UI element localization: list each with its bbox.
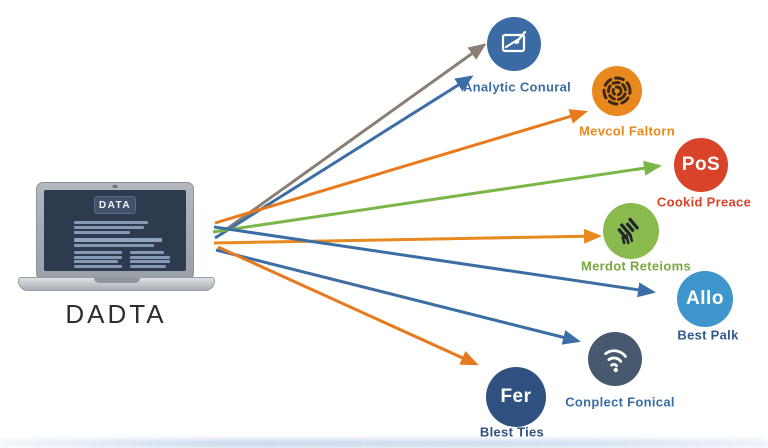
laptop-notch (93, 278, 140, 283)
flow-arrow-7 (217, 245, 479, 366)
flow-arrow-5 (213, 225, 656, 298)
node-circle-text-blesties: Fer (500, 386, 532, 407)
node-circle-analytic (487, 17, 541, 71)
node-label-merdot: Merdot Reteioms (581, 258, 691, 274)
wifi-icon (604, 349, 627, 373)
laptop: DATA (36, 182, 194, 278)
node-label-analytic: Analytic Conural (462, 79, 572, 95)
node-label-blesties: Blest Ties (479, 424, 545, 440)
laptop-caption: DADTA (65, 299, 167, 329)
fingerprint-icon (602, 76, 632, 106)
flow-arrow-2 (214, 109, 588, 225)
laptop-screen: DATA (44, 190, 186, 271)
laptop-base (18, 277, 215, 291)
barcode-icon (617, 217, 639, 245)
flow-arrow-4 (213, 228, 602, 245)
node-circle-mevcol (592, 66, 642, 116)
node-circle-merdot (603, 203, 659, 259)
node-label-conplect: Conplect Fonical (565, 394, 675, 410)
node-circle-conplect (588, 332, 642, 386)
laptop-camera-dot (112, 185, 118, 188)
bottom-blur-band (0, 439, 768, 448)
chart-board-icon (501, 30, 527, 53)
flow-arrow-6 (215, 248, 581, 345)
node-label-cookid: Cookid Preace (656, 194, 752, 210)
flow-arrow-0 (223, 43, 487, 233)
node-label-bestpalk: Best Palk (677, 327, 739, 343)
node-circle-text-bestpalk: Allo (686, 288, 724, 309)
flow-arrow-3 (212, 160, 662, 234)
node-circle-bestpalk: Allo (677, 271, 733, 327)
node-circle-cookid: PoS (674, 138, 728, 192)
node-circle-text-cookid: PoS (681, 154, 721, 175)
node-label-mevcol: Mevcol Faltorn (579, 123, 675, 139)
node-circle-blesties: Fer (486, 367, 546, 427)
data-badge: DATA (94, 196, 136, 214)
